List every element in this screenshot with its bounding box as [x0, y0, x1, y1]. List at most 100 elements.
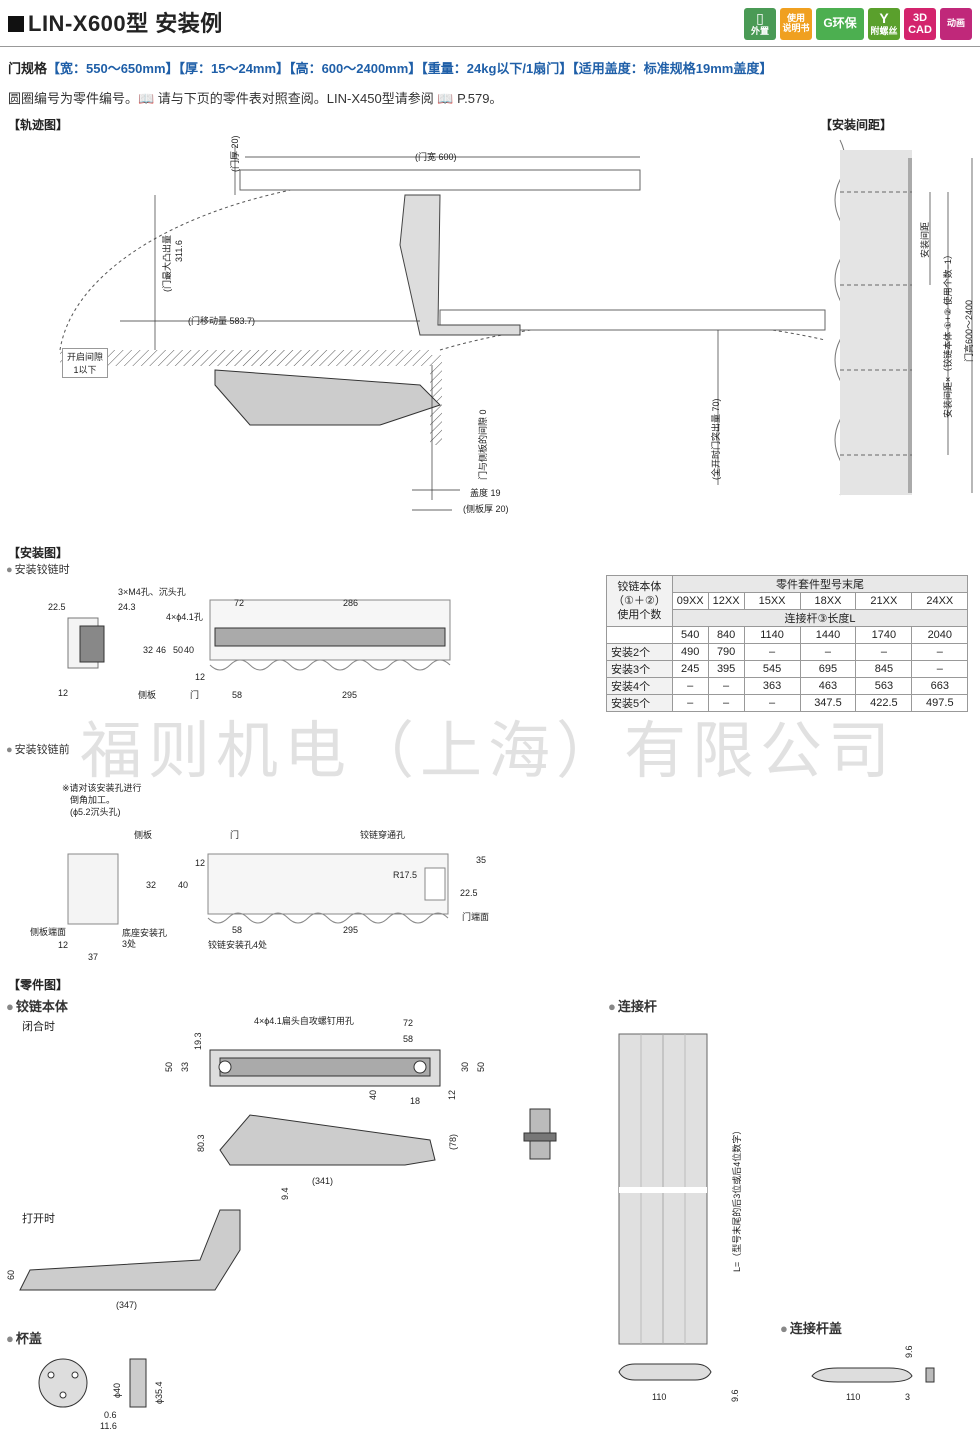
dim-347: (347) — [116, 1300, 138, 1310]
link-rod-section — [618, 1363, 712, 1381]
manual-badge: 使用 说明书 — [780, 8, 812, 40]
door-panel — [840, 150, 912, 495]
cad-badge[interactable]: 3D CAD — [904, 8, 936, 40]
chamfer-note: ※请对该安装孔进行倒角加工。(ϕ5.2沉头孔) — [62, 783, 142, 817]
dim-60: 60 — [6, 1269, 16, 1280]
dim-295: 295 — [342, 690, 358, 700]
model-col: 12XX — [707, 592, 745, 610]
side-end-label: 侧板端面 — [30, 927, 67, 937]
hinge-open-view — [19, 1209, 241, 1291]
side-panel-label: 侧板 — [138, 690, 157, 700]
door-label-2: 门 — [230, 830, 240, 840]
length-cell: 840 — [707, 626, 745, 644]
door-height-label: 门高600～2400 — [964, 299, 974, 362]
dim-40-b: 40 — [178, 880, 189, 890]
length-cell: 540 — [671, 626, 709, 644]
table-spacer — [606, 626, 673, 644]
door-spec: 门规格【宽：550～650mm】【厚：15～24mm】【高：600～2400mm… — [8, 58, 772, 77]
dim-40: 40 — [184, 645, 195, 655]
dim-12-e: 12 — [447, 1089, 457, 1100]
before-install-title: 安装铰链前 — [6, 741, 70, 757]
hinge-body-title: 铰链本体 — [6, 996, 68, 1015]
dim-9-4: 9.4 — [280, 1187, 290, 1200]
length-cell: 1740 — [855, 626, 913, 644]
door-open — [439, 309, 826, 331]
hinge-end-view — [523, 1108, 557, 1160]
spacing-diagram — [834, 139, 973, 496]
dim-24-3: 24.3 — [118, 602, 136, 612]
spec-height: 【高：600～2400mm】 — [289, 61, 422, 76]
length-cell: 1440 — [799, 626, 857, 644]
dim-80-3: 80.3 — [196, 1134, 206, 1152]
dim-50-c: 50 — [476, 1061, 486, 1072]
cabinet-top-panel — [60, 350, 430, 366]
screw-holes-label: 4×ϕ4.1扁头自攻螺钉用孔 — [254, 1016, 354, 1026]
hinge-holes-label: 铰链安装孔4处 — [208, 940, 268, 950]
animation-badge[interactable]: 动画 — [940, 8, 972, 40]
trajectory-section-title: 【轨迹图】 — [8, 118, 69, 132]
hinge-body-drawings — [209, 1049, 441, 1166]
trajectory-diagram — [59, 145, 826, 511]
side-label-2: 侧板 — [134, 830, 153, 840]
opened-label: 打开时 — [22, 1213, 55, 1225]
length-cell: 1140 — [743, 626, 801, 644]
model-col: 21XX — [855, 592, 913, 610]
dim-40-c: 40 — [368, 1089, 378, 1100]
dim-19-3: 19.3 — [193, 1032, 203, 1050]
dim-110: 110 — [652, 1392, 667, 1402]
model-col: 24XX — [911, 592, 969, 610]
external-mount-badge: ▯外置 — [744, 8, 776, 40]
dim-33: 33 — [180, 1061, 190, 1072]
table-sub-header: 连接杆③长度L — [671, 609, 969, 627]
link-cap-title: 连接杆盖 — [780, 1318, 842, 1337]
cup-cap-title: 杯盖 — [6, 1328, 42, 1347]
page-title: LIN-X600型 安装例 — [8, 6, 223, 38]
title-bar — [0, 0, 980, 47]
table-corner: 铰链本体 （①＋②） 使用个数 — [606, 575, 673, 627]
door-thickness-label: (门厚 20) — [230, 135, 240, 172]
pitch-formula-label: 安装间距×（铰链本体 ①+② 使用个数−1） — [943, 250, 953, 418]
dim-12-b: 12 — [195, 672, 206, 682]
dim-286: 286 — [343, 598, 359, 608]
rod-length-label: L=（型号末尾的后3位或后4位数字） — [732, 1125, 742, 1272]
dim-50-b: 50 — [164, 1061, 174, 1072]
spec-weight: 【重量：24kg以下/1扇门】 — [421, 61, 573, 76]
spacing-section-title: 【安装间距】 — [820, 118, 893, 132]
spec-thickness: 【厚：15～24mm】 — [178, 61, 290, 76]
dim-35: 35 — [476, 855, 487, 865]
link-rod-drawing — [618, 1033, 708, 1345]
dim-30: 30 — [460, 1061, 470, 1072]
model-col: 09XX — [671, 592, 709, 610]
dim-phi-40: ϕ40 — [112, 1382, 122, 1398]
dim-58-c: 58 — [403, 1034, 414, 1044]
install-pitch-label: 安装间距 — [920, 221, 930, 258]
overlay-label: 盖度 19 — [470, 488, 501, 498]
through-hole-label: 铰链穿通孔 — [360, 830, 406, 840]
link-rod-title: 连接杆 — [608, 996, 657, 1015]
dim-18: 18 — [410, 1096, 421, 1106]
door-edge — [908, 158, 912, 493]
dim-72-b: 72 — [403, 1018, 414, 1028]
holes-4-label: 4×ϕ4.1孔 — [166, 612, 203, 622]
dim-11-6: 11.6 — [100, 1421, 117, 1431]
door-travel-label: (门移动量 583.7) — [188, 316, 256, 326]
max-protrude-label: (门最大凸出量 — [162, 235, 172, 292]
dim-110-b: 110 — [846, 1392, 861, 1402]
dim-12-d: 12 — [58, 940, 69, 950]
install-section-title: 【安装图】 — [8, 546, 69, 560]
side-thickness-label: (侧板厚 20) — [463, 504, 509, 514]
dim-46: 46 — [156, 645, 167, 655]
dim-32-b: 32 — [146, 880, 157, 890]
parts-table: 铰链本体 （①＋②） 使用个数 零件套件型号末尾 09XX 12XX 15XX … — [606, 575, 969, 712]
hinge-arm-shape — [399, 194, 521, 336]
table-group-header: 零件套件型号末尾 — [671, 575, 969, 593]
hinge-side-view — [219, 1114, 436, 1166]
side-panel — [430, 355, 442, 445]
door-label: 门 — [190, 690, 200, 700]
